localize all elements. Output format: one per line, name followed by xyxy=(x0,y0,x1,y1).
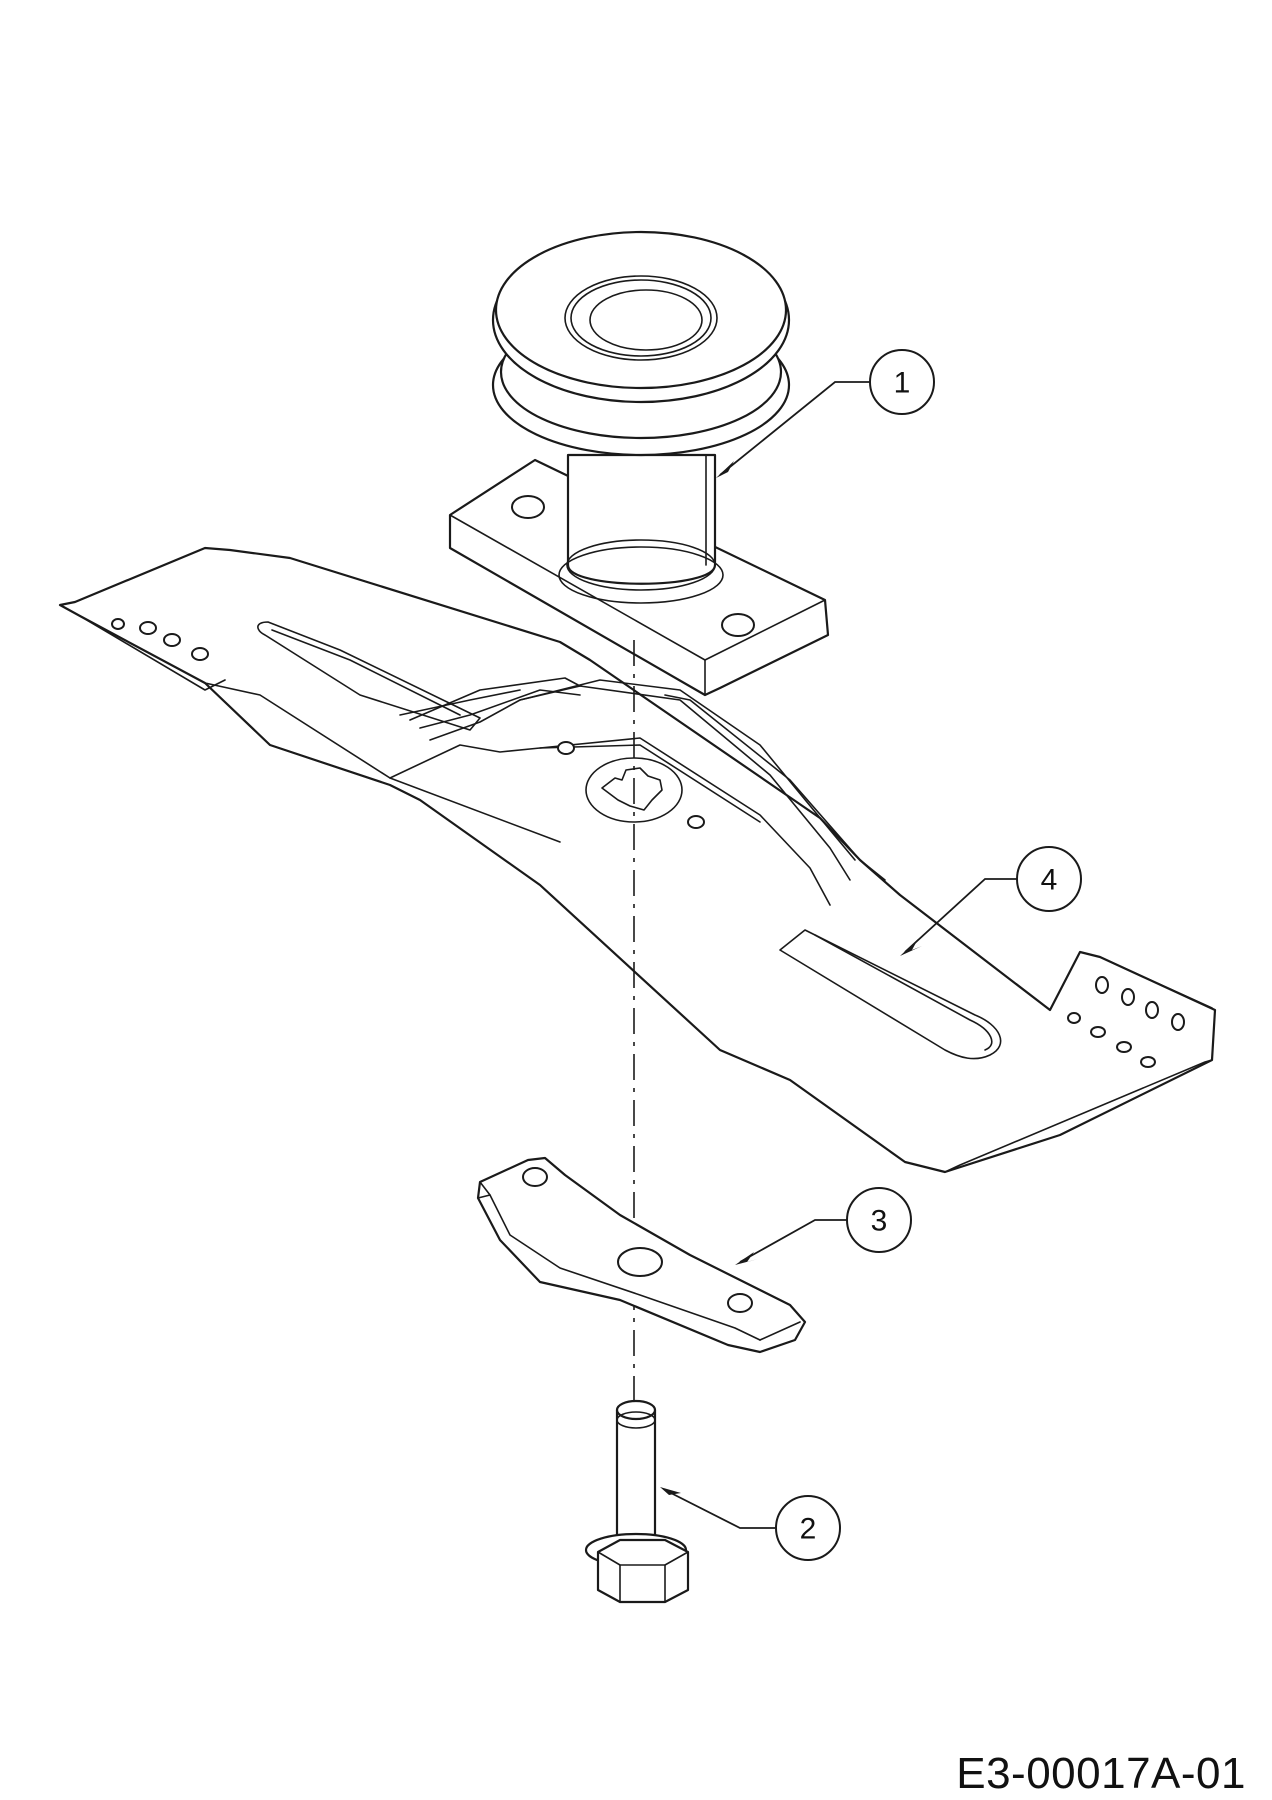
spindle-assembly xyxy=(448,230,830,697)
leader-line-2 xyxy=(664,1489,775,1529)
callout-2-label: 2 xyxy=(800,1513,817,1546)
callout-2: 2 xyxy=(660,1487,841,1561)
callout-3-label: 3 xyxy=(871,1205,888,1238)
mower-blade xyxy=(58,546,1217,1174)
arrowhead-3 xyxy=(735,1252,758,1265)
callout-1: 1 xyxy=(716,349,935,478)
drawing-code: E3-00017A-01 xyxy=(956,1749,1246,1798)
callout-1-label: 1 xyxy=(894,367,911,400)
blade-adapter-plate xyxy=(476,1156,807,1354)
leader-line-4 xyxy=(904,878,1017,953)
leader-line-1 xyxy=(719,381,870,476)
arrowhead-2 xyxy=(660,1487,681,1503)
callout-4: 4 xyxy=(900,846,1082,956)
arrowhead-4 xyxy=(900,939,922,956)
callout-3: 3 xyxy=(735,1187,912,1265)
hex-bolt xyxy=(584,1399,690,1604)
arrowhead-1 xyxy=(716,461,738,478)
leader-line-3 xyxy=(739,1219,847,1263)
callout-4-label: 4 xyxy=(1041,864,1058,897)
